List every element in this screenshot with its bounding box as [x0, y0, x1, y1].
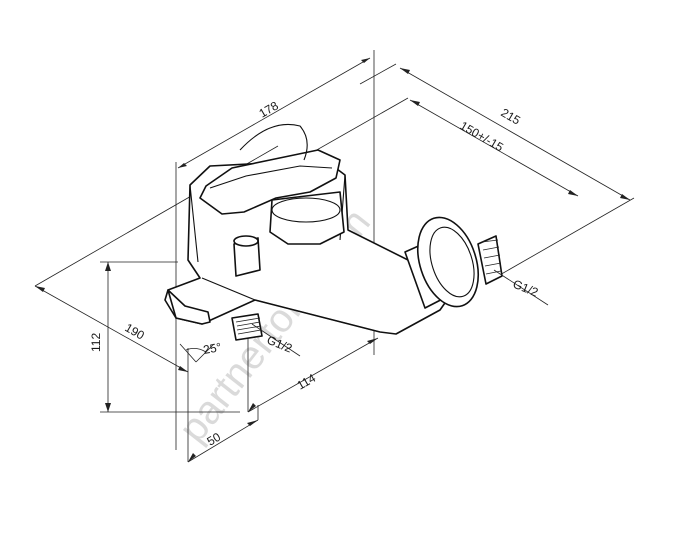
leader-line: [251, 323, 301, 357]
faucet-mixer: [164, 123, 503, 341]
shower-outlet: [231, 313, 263, 341]
lever-edge: [209, 165, 333, 189]
thread-label-wall: G1/2: [511, 277, 541, 300]
outlet-nut: [231, 313, 263, 341]
thread-callout-wall: G1/2: [493, 269, 549, 306]
inlet-thread: [481, 239, 502, 275]
angle-25: 25°: [179, 340, 223, 363]
wall-connection: [404, 216, 503, 309]
dimension-line: [247, 337, 379, 413]
dimension-label-190: 190: [123, 320, 148, 342]
angle-arc: [185, 348, 207, 353]
body-edge-left: [189, 184, 199, 263]
dimension-line: [409, 99, 579, 197]
cartridge-top: [271, 197, 341, 223]
rear-escutcheon: [239, 123, 308, 161]
body-edge-line: [201, 277, 381, 333]
inlet-thread-body: [477, 235, 503, 285]
leader-line: [493, 269, 549, 306]
dimension-line: [34, 285, 189, 373]
escutcheon-inner: [429, 226, 475, 298]
dimension-label-178: 178: [257, 98, 282, 120]
dimension-label-112: 112: [89, 333, 103, 352]
dimension-50: 50: [187, 348, 259, 463]
dimension-label-150: 150+/-15: [458, 118, 507, 154]
angle-lines: [179, 343, 215, 363]
diverter-knob: [233, 235, 261, 277]
dimension-arrows: [188, 420, 258, 462]
dimension-line: [187, 419, 259, 463]
dimension-line: [399, 67, 631, 201]
dimension-label-50: 50: [205, 430, 224, 449]
dimension-line: [177, 57, 371, 169]
spout: [167, 289, 211, 325]
dimension-112: 112: [89, 261, 240, 413]
cartridge-housing: [269, 191, 345, 245]
diverter-top: [233, 235, 259, 247]
dimension-label-215: 215: [499, 105, 524, 127]
extension-line: [497, 197, 635, 277]
extension-line: [359, 63, 397, 85]
angle-label-25: 25°: [202, 340, 222, 357]
outlet-thread: [235, 317, 262, 335]
